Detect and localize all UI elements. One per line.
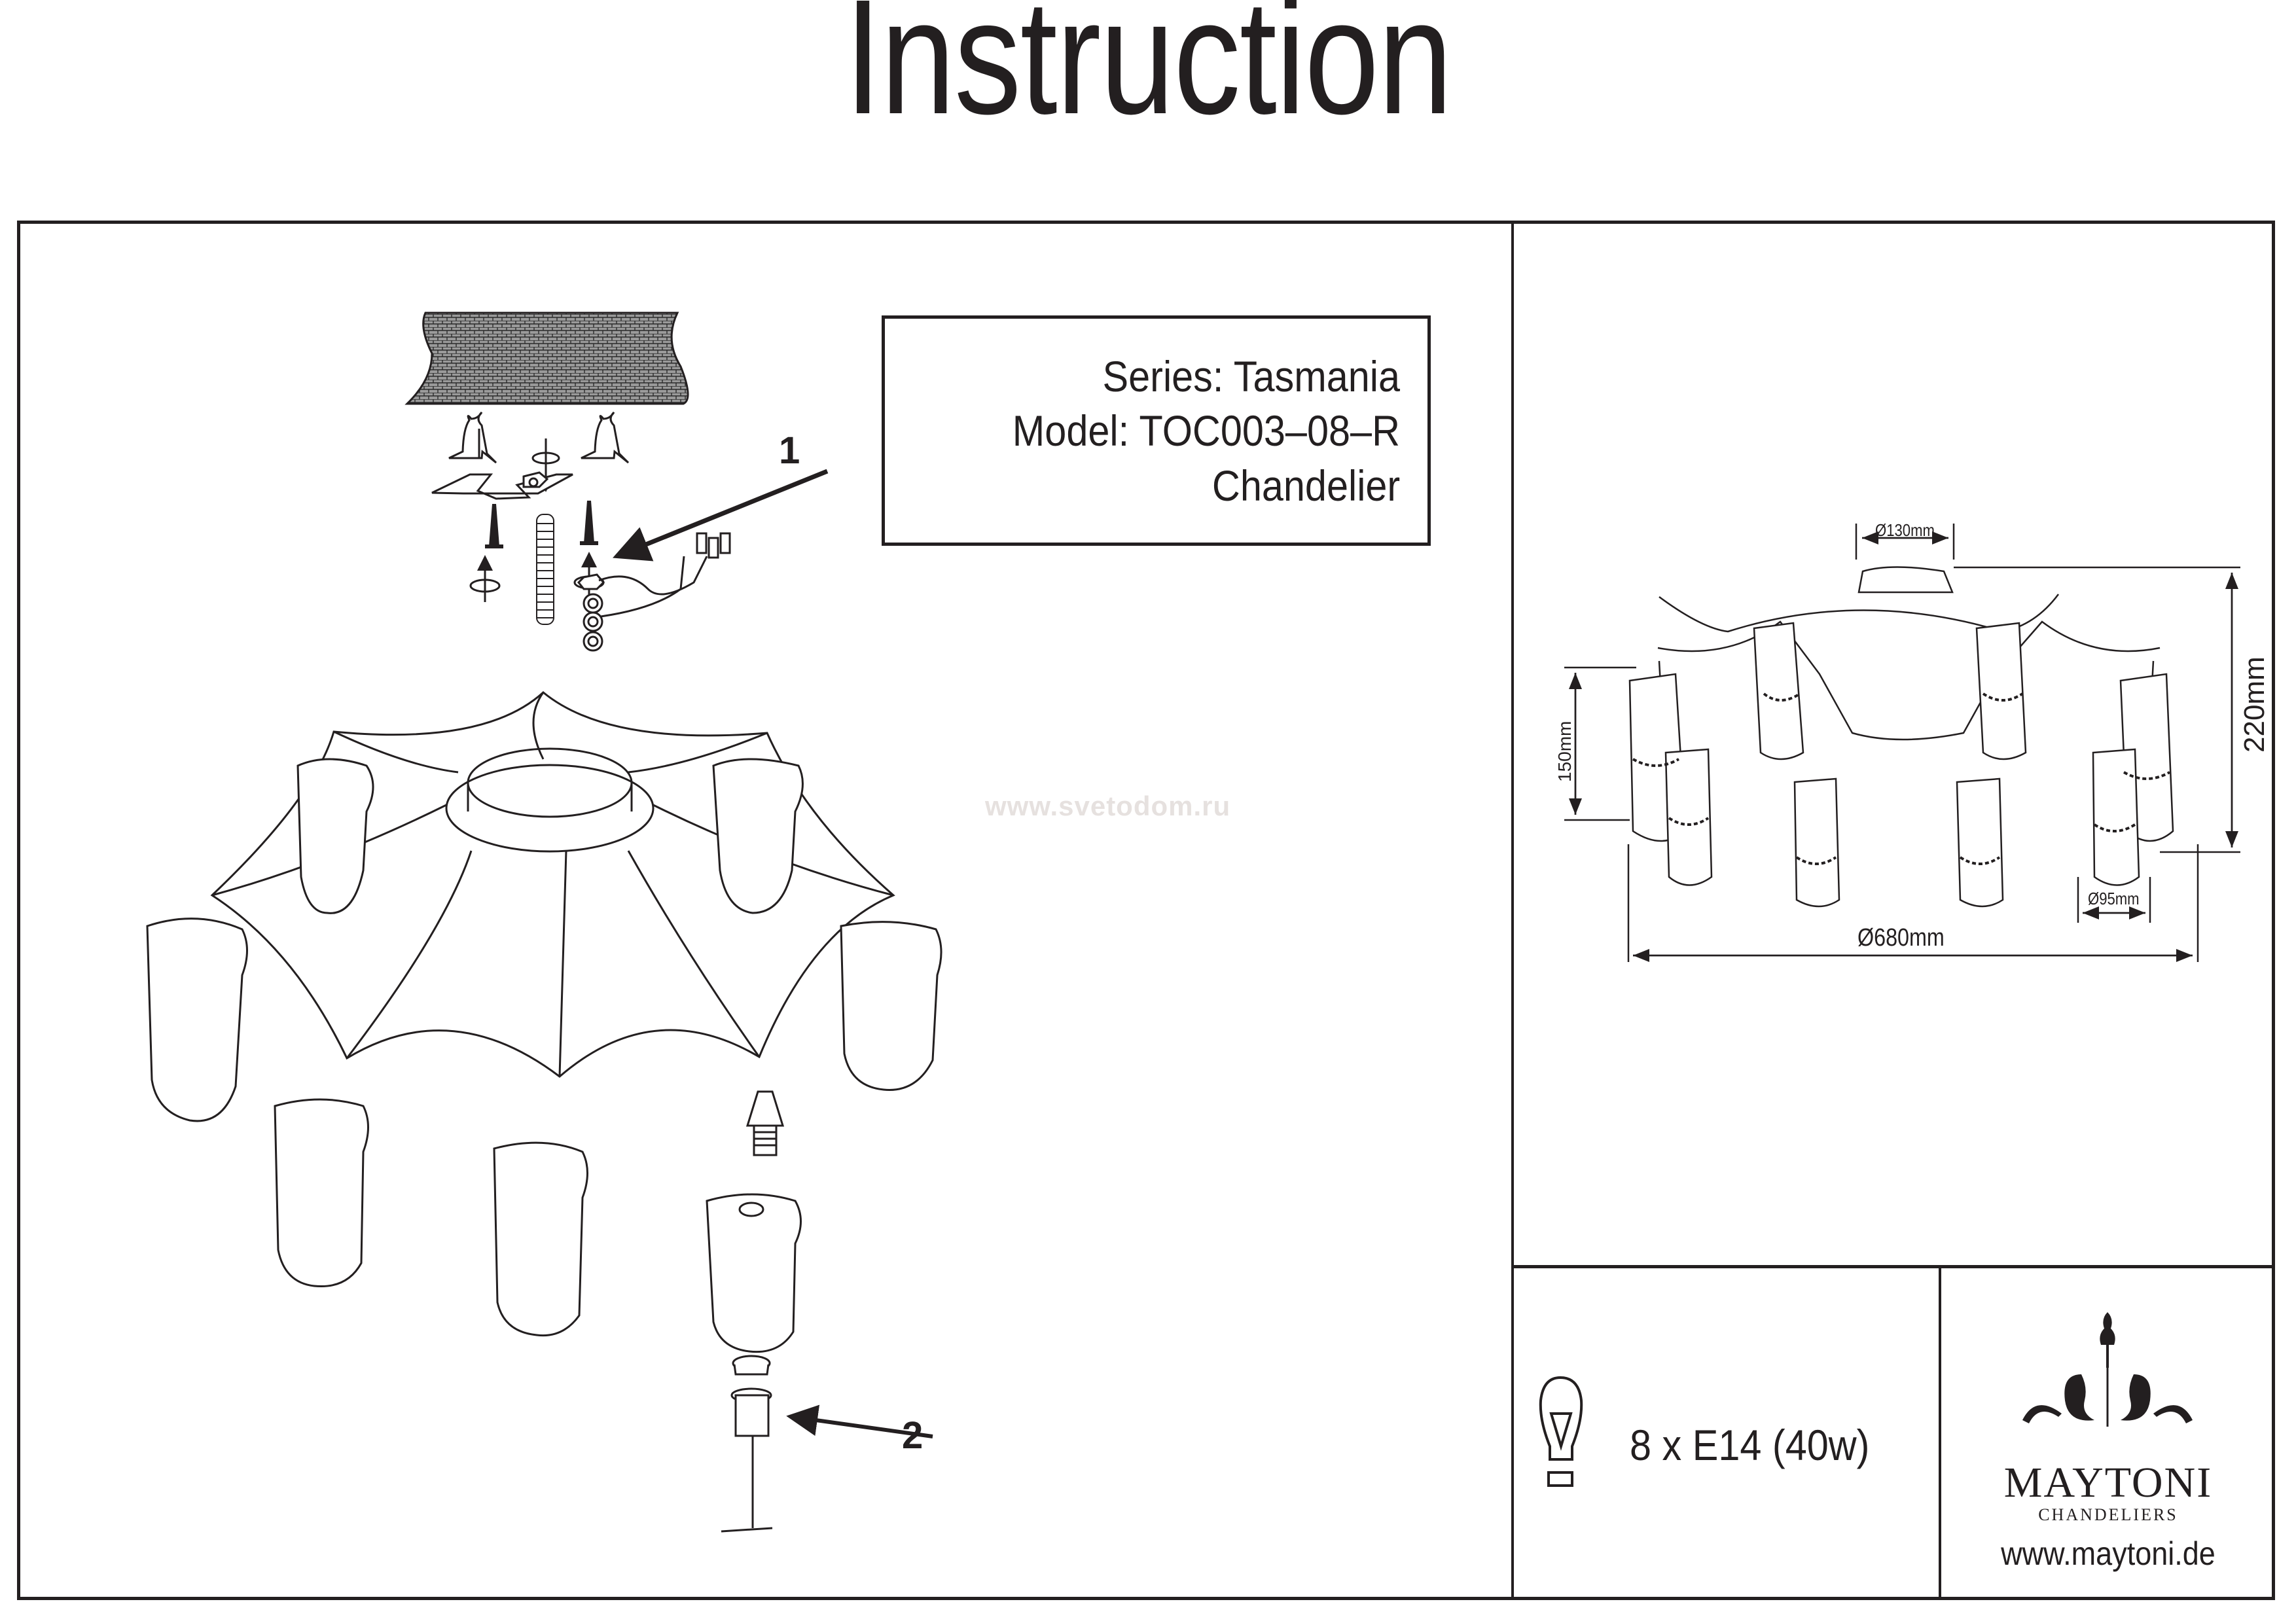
chandelier-ornament-icon bbox=[2022, 1312, 2193, 1427]
pattern-band bbox=[1632, 692, 2170, 865]
chandelier-side-view-icon bbox=[1628, 566, 2174, 908]
product-type-label: Chandelier bbox=[1211, 461, 1400, 510]
series-label: Series: Tasmania bbox=[1102, 352, 1400, 401]
step-2-arrow bbox=[786, 1404, 933, 1438]
watermark: www.svetodom.ru bbox=[985, 791, 1231, 821]
wall-anchor-icon bbox=[448, 411, 630, 464]
panel-divider-horizontal bbox=[1511, 1265, 2275, 1268]
panel-divider-vertical bbox=[1511, 221, 1514, 1600]
brand-website-link[interactable]: www.maytoni.de bbox=[2001, 1535, 2215, 1572]
brand-subtitle: CHANDELIERS bbox=[2038, 1505, 2178, 1524]
lightbulb-icon bbox=[1539, 1376, 1583, 1487]
model-label: Model: TOC003–08–R bbox=[1012, 406, 1400, 455]
product-info-box: Series: Tasmania Model: TOC003–08–R Chan… bbox=[882, 315, 1431, 546]
page-title: Instruction bbox=[844, 0, 1452, 148]
dimension-overall-diameter: Ø680mm bbox=[1857, 924, 1945, 952]
dimension-shade-height: 150mm bbox=[1554, 721, 1575, 782]
lamp-socket-icon bbox=[745, 1090, 785, 1156]
screw-icon bbox=[485, 501, 598, 548]
assembly-diagram bbox=[146, 312, 942, 1533]
wire-connector-icon bbox=[577, 532, 731, 652]
mounting-bracket-icon bbox=[431, 471, 573, 500]
footer-divider-vertical bbox=[1939, 1266, 1941, 1600]
step-1-arrow bbox=[613, 469, 829, 562]
lamp-shade-icon bbox=[146, 758, 942, 1353]
dimension-overall-height: 220mm bbox=[2238, 656, 2270, 753]
dimension-shade-diameter: Ø95mm bbox=[2088, 889, 2140, 908]
step-number-1: 1 bbox=[779, 429, 800, 472]
ceiling-icon bbox=[404, 312, 689, 405]
threaded-rod-icon bbox=[536, 514, 554, 625]
brand-name: MAYTONI bbox=[2003, 1459, 2213, 1507]
shade-ring-icon bbox=[721, 1355, 773, 1533]
instruction-frame bbox=[17, 221, 2275, 1600]
dimension-canopy-diameter: Ø130mm bbox=[1875, 520, 1935, 540]
bulb-spec-text: 8 x E14 (40w) bbox=[1630, 1421, 1870, 1469]
